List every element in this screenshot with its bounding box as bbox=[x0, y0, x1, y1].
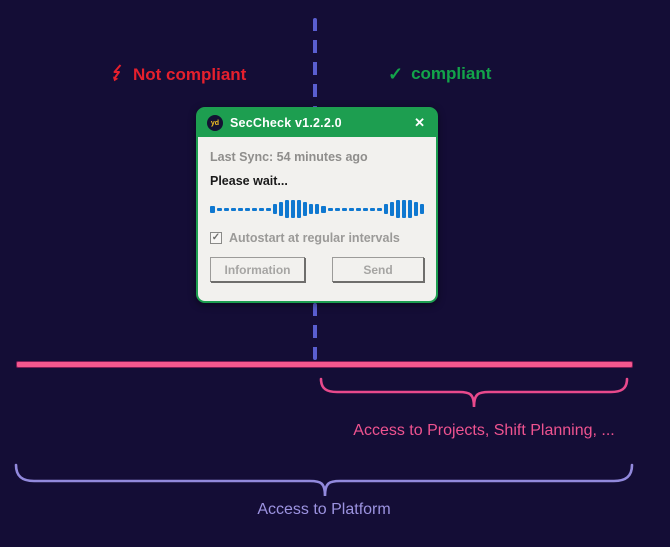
last-sync-text: Last Sync: 54 minutes ago bbox=[210, 150, 368, 164]
dialog-button-row: Information Send bbox=[210, 257, 424, 282]
information-button[interactable]: Information bbox=[210, 257, 305, 282]
close-icon[interactable]: ✕ bbox=[414, 115, 425, 130]
dialog-title: SecCheck v1.2.2.0 bbox=[230, 116, 342, 130]
lightning-icon bbox=[110, 64, 125, 86]
autostart-checkbox[interactable]: ✓ bbox=[210, 232, 222, 244]
check-icon: ✓ bbox=[388, 64, 404, 84]
sync-waveform bbox=[210, 199, 424, 219]
platform-brace bbox=[13, 462, 635, 500]
platform-access-label: Access to Platform bbox=[257, 501, 391, 518]
autostart-checkbox-label: Autostart at regular intervals bbox=[229, 231, 400, 245]
dialog-titlebar[interactable]: yd SecCheck v1.2.2.0 ✕ bbox=[198, 109, 436, 137]
not-compliant-text: Not compliant bbox=[133, 65, 247, 84]
please-wait-text: Please wait... bbox=[210, 174, 288, 188]
send-button[interactable]: Send bbox=[332, 257, 424, 282]
compliance-divider-dashed-line-top bbox=[313, 18, 317, 108]
autostart-checkbox-row[interactable]: ✓ Autostart at regular intervals bbox=[210, 231, 424, 245]
seccheck-dialog: yd SecCheck v1.2.2.0 ✕ Last Sync: 54 min… bbox=[196, 107, 438, 303]
projects-brace bbox=[318, 376, 630, 412]
not-compliant-label: Not compliant bbox=[110, 64, 246, 86]
compliance-divider-dashed-line-bottom bbox=[313, 303, 317, 360]
compliant-label: ✓ compliant bbox=[388, 64, 491, 84]
projects-access-line bbox=[17, 362, 632, 367]
projects-access-label: Access to Projects, Shift Planning, ... bbox=[353, 422, 615, 439]
dialog-body: Last Sync: 54 minutes ago Please wait...… bbox=[198, 137, 436, 282]
compliant-text: compliant bbox=[411, 64, 492, 83]
app-logo-icon: yd bbox=[207, 115, 223, 131]
